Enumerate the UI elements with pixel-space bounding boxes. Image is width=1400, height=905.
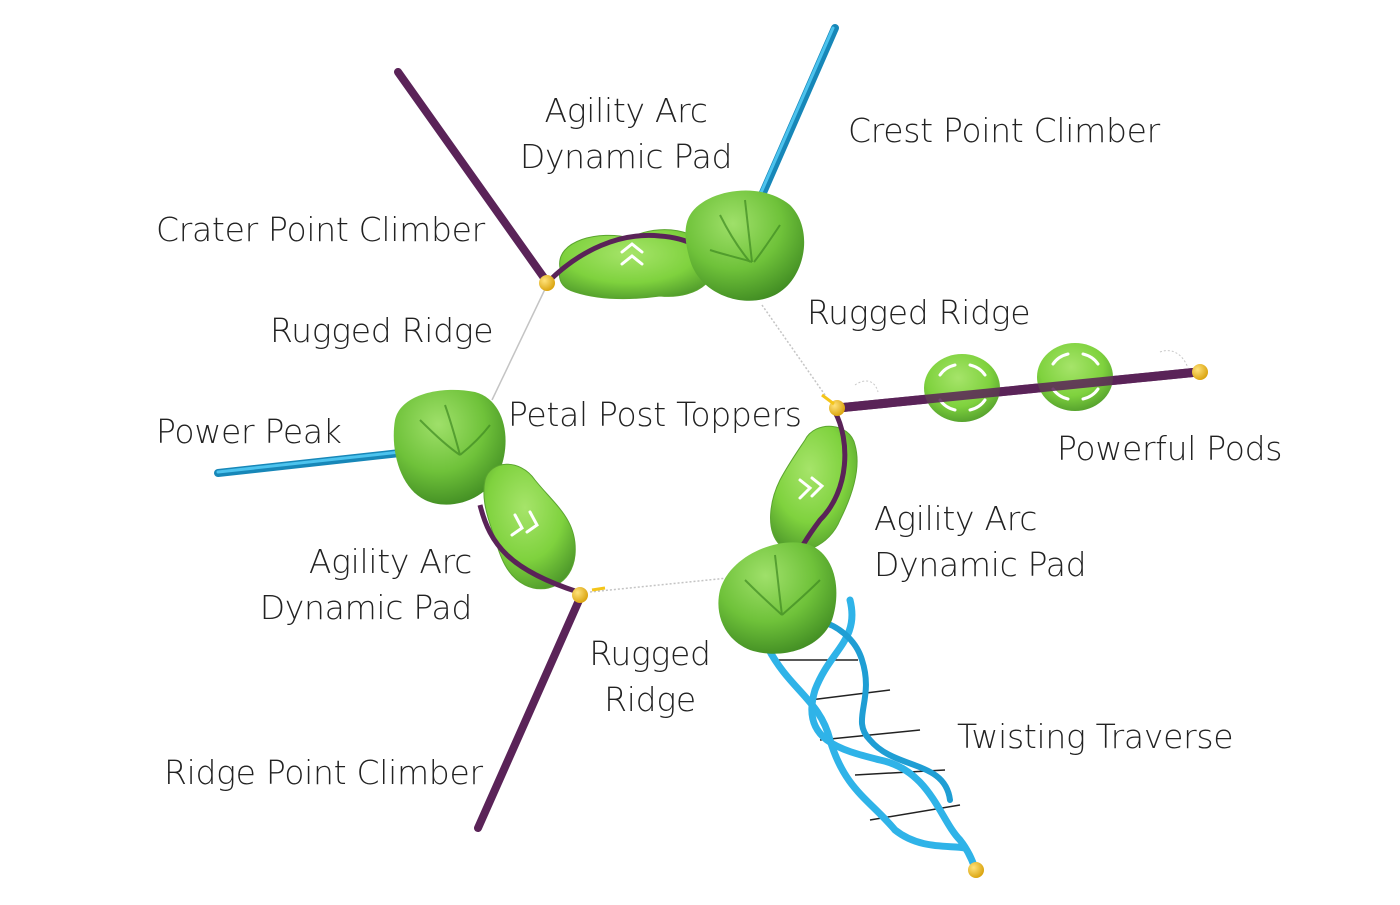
dome-left [393,389,506,505]
rope-top-left [491,284,548,401]
label-rugged-ridge-bottom-line2: Ridge [604,680,696,719]
crater-point-climber [394,68,551,286]
label-agility-arc-right: Agility Arc Dynamic Pad [874,496,1087,588]
petal-post-toppers [539,275,1208,878]
label-rugged-ridge-bottom: Rugged Ridge [570,631,730,723]
label-power-peak: Power Peak [156,412,342,451]
label-rugged-ridge-right: Rugged Ridge [807,293,1031,332]
rugged-ridge-ropes [491,284,826,593]
dome-bottom-right [718,542,837,654]
post-topper-top-left [539,275,555,291]
powerful-pods [833,343,1203,422]
agility-arc-pad-left [477,463,579,595]
label-agility-arc-right-line1: Agility Arc [874,499,1038,538]
label-agility-arc-left: Agility Arc Dynamic Pad [232,539,473,631]
label-agility-arc-right-line2: Dynamic Pad [874,545,1087,584]
pod-2 [1037,343,1113,411]
label-rugged-ridge-bottom-line1: Rugged [589,634,711,673]
label-agility-arc-top: Agility Arc Dynamic Pad [506,88,746,180]
label-agility-arc-left-line2: Dynamic Pad [259,588,473,627]
label-powerful-pods: Powerful Pods [1057,429,1283,468]
label-crest-point-climber: Crest Point Climber [848,111,1160,150]
label-rugged-ridge-left: Rugged Ridge [270,311,494,350]
crest-point-climber [758,24,839,199]
ridge-point-climber [474,594,584,832]
label-crater-point-climber: Crater Point Climber [156,210,485,249]
post-topper-bottom-left [572,587,588,603]
power-peak [214,449,404,477]
label-petal-post-toppers: Petal Post Toppers [508,395,802,434]
pod-1 [924,354,1000,422]
label-agility-arc-top-line1: Agility Arc [544,91,708,130]
post-topper-pods-end [1192,364,1208,380]
label-twisting-traverse: Twisting Traverse [957,717,1234,756]
rope-bottom [589,577,729,593]
dome-top [685,190,805,301]
label-agility-arc-left-line1: Agility Arc [308,542,472,581]
label-agility-arc-top-line2: Dynamic Pad [519,137,733,176]
post-topper-traverse-end [968,862,984,878]
label-ridge-point-climber: Ridge Point Climber [164,753,483,792]
